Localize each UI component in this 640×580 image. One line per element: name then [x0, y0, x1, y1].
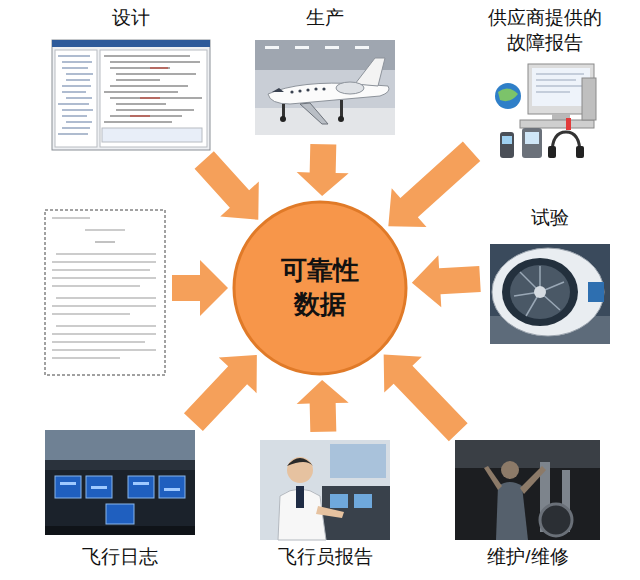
input-arrow [172, 260, 228, 316]
input-arrow [384, 354, 468, 441]
source-item: 飞行日志 [44, 428, 196, 572]
input-arrow [388, 142, 480, 227]
circle-label: 可靠性 数据 [274, 254, 366, 322]
source-label: 生产 [306, 6, 344, 31]
input-arrow [412, 255, 481, 307]
source-label: 供应商提供的 故障报告 [483, 6, 608, 55]
source-item: 维护/维修 [452, 438, 604, 572]
pilot-photo [260, 440, 390, 540]
engine-test-photo [490, 244, 610, 344]
source-label: 飞行日志 [82, 545, 158, 570]
document-page [45, 210, 165, 375]
source-item: 设计 [48, 4, 214, 154]
maintenance-photo [455, 440, 600, 540]
data-circle: 可靠性 数据 [232, 200, 408, 376]
input-arrow [184, 355, 257, 431]
input-arrow [195, 151, 259, 220]
circle-outline [232, 200, 408, 376]
source-label: 维护/维修 [487, 545, 568, 570]
design-screenshot [52, 40, 210, 150]
supplier-report-icons [495, 64, 596, 158]
production-photo [255, 40, 395, 135]
source-item: 生产 [252, 4, 398, 138]
input-arrow [297, 380, 349, 432]
source-item: 飞行员报告 [256, 438, 394, 572]
source-label: 试验 [531, 206, 569, 231]
input-arrow [297, 144, 349, 196]
cockpit-photo [45, 430, 195, 535]
source-item: 试验 [488, 204, 612, 346]
source-label: 设计 [112, 6, 150, 31]
source-item: 供应商提供的 故障报告 [478, 4, 613, 166]
circle-fill [234, 202, 406, 374]
source-label: 飞行员报告 [278, 545, 373, 570]
